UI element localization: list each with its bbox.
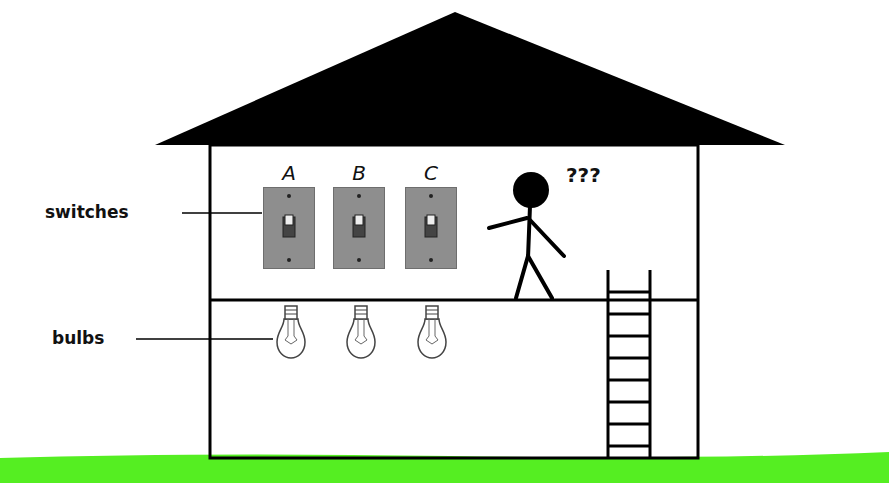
roof: [155, 12, 785, 145]
floor: [210, 299, 698, 302]
screw: [357, 258, 361, 262]
screw: [287, 194, 291, 198]
switch-plate: C: [405, 187, 457, 269]
switch-plate: B: [333, 187, 385, 269]
label: ???: [566, 163, 601, 187]
label: bulbs: [52, 328, 104, 348]
toggle-lever: [355, 215, 363, 225]
bulb: [277, 306, 305, 358]
label: switches: [45, 202, 129, 222]
toggle-lever: [427, 215, 435, 225]
switch-letter: B: [324, 161, 394, 185]
ladder: [608, 270, 650, 458]
bulb: [418, 306, 446, 358]
bulbs: [277, 306, 446, 358]
house-wall: [210, 145, 698, 458]
stick-figure: [489, 172, 564, 298]
toggle-switch: [264, 188, 314, 268]
switch-letter: A: [254, 161, 324, 185]
screw: [429, 258, 433, 262]
toggle-switch: [406, 188, 456, 268]
switch-plate: A: [263, 187, 315, 269]
screw: [287, 258, 291, 262]
switch-letter: C: [396, 161, 466, 185]
toggle-lever: [285, 215, 293, 225]
screw: [429, 194, 433, 198]
leader-lines: [136, 213, 273, 339]
screw: [357, 194, 361, 198]
toggle-switch: [334, 188, 384, 268]
bulb: [347, 306, 375, 358]
